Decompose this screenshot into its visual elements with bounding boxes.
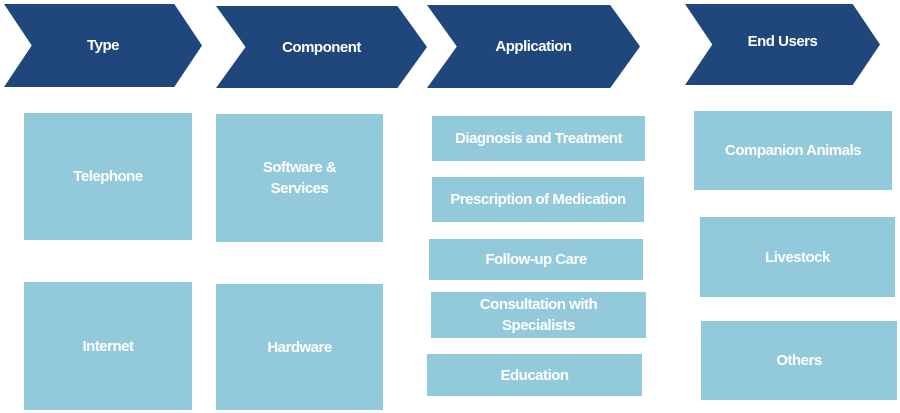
box-telephone: Telephone [24, 113, 192, 240]
box-consultation: Consultation with Specialists [431, 292, 646, 338]
box-label: Follow-up Care [485, 251, 587, 268]
box-label: Prescription of Medication [450, 191, 626, 208]
header-end-users: End Users [685, 4, 880, 85]
box-label: Companion Animals [725, 142, 861, 159]
box-label: Education [500, 366, 569, 384]
header-component: Component [216, 6, 427, 88]
box-diagnosis-treatment: Diagnosis and Treatment [432, 116, 645, 161]
box-livestock: Livestock [700, 217, 895, 297]
box-companion-animals: Companion Animals [694, 111, 892, 190]
box-follow-up-care: Follow-up Care [429, 239, 643, 280]
box-label: Hardware [267, 338, 332, 356]
box-software-services: Software & Services [216, 114, 383, 242]
header-label: Type [87, 37, 119, 54]
box-label: Telephone [73, 168, 143, 185]
header-label: Component [282, 38, 361, 56]
box-others: Others [701, 321, 897, 400]
box-hardware: Hardware [216, 284, 383, 410]
box-label: Diagnosis and Treatment [455, 130, 622, 147]
header-label: End Users [747, 33, 818, 50]
header-application: Application [427, 5, 640, 88]
box-prescription: Prescription of Medication [432, 177, 644, 222]
box-label: Internet [82, 337, 134, 355]
box-label: Consultation with Specialists [479, 296, 598, 334]
box-internet: Internet [24, 282, 192, 410]
box-education: Education [427, 354, 642, 396]
box-label: Others [776, 352, 822, 369]
header-label: Application [495, 38, 572, 55]
box-label: Software & Services [262, 159, 337, 197]
header-type: Type [4, 4, 202, 87]
box-label: Livestock [765, 248, 830, 266]
